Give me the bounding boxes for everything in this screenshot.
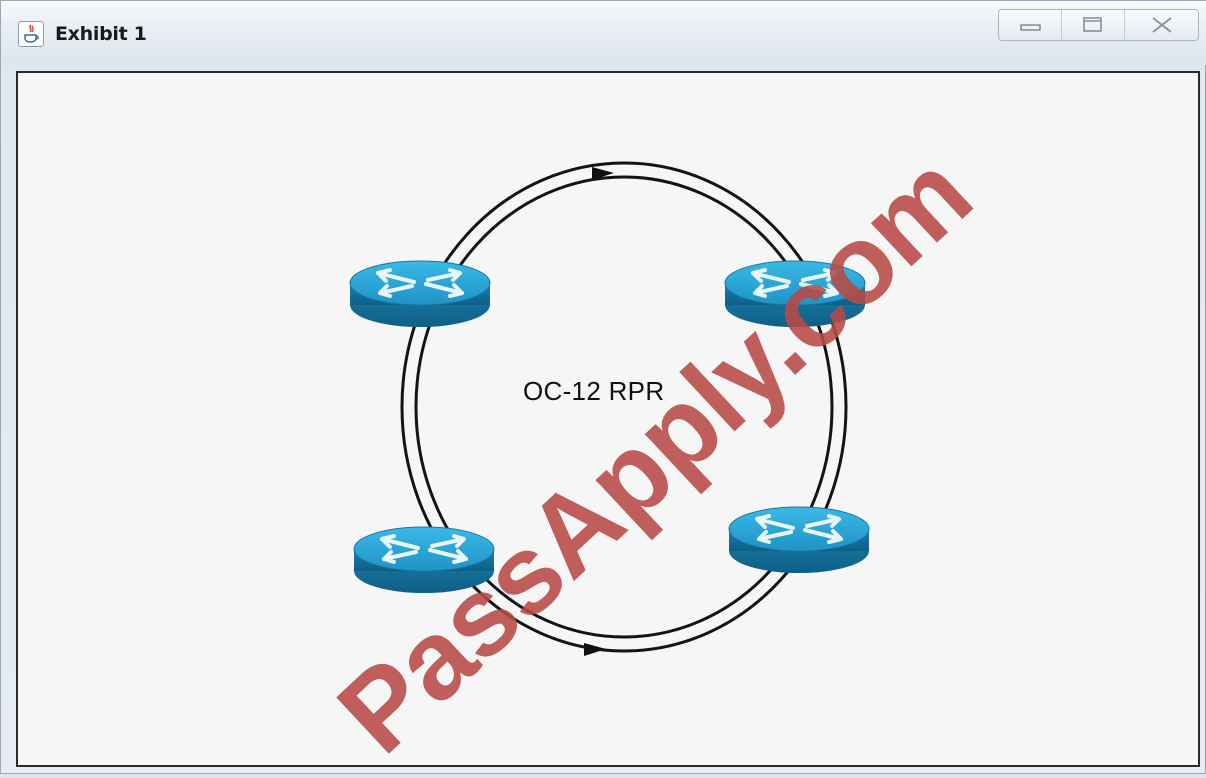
java-icon xyxy=(18,21,44,47)
exhibit-canvas: OC-12 RPR PassApply.com xyxy=(16,71,1200,776)
window-title: Exhibit 1 xyxy=(55,23,147,45)
rpr-ring-diagram xyxy=(348,161,871,656)
arrow-top xyxy=(592,167,614,180)
title-bar[interactable]: Exhibit 1 xyxy=(1,1,1206,65)
minimize-button[interactable] xyxy=(999,10,1062,40)
arrow-bottom xyxy=(584,643,606,656)
router-icon-top-left xyxy=(348,259,492,329)
close-button[interactable] xyxy=(1125,10,1198,40)
window-controls xyxy=(998,9,1199,41)
maximize-icon xyxy=(1083,17,1102,32)
router-icon-bottom-right xyxy=(727,505,871,575)
maximize-button[interactable] xyxy=(1062,10,1125,40)
close-icon xyxy=(1152,17,1172,33)
ring-label: OC-12 RPR xyxy=(523,376,665,406)
minimize-icon xyxy=(1020,24,1041,31)
